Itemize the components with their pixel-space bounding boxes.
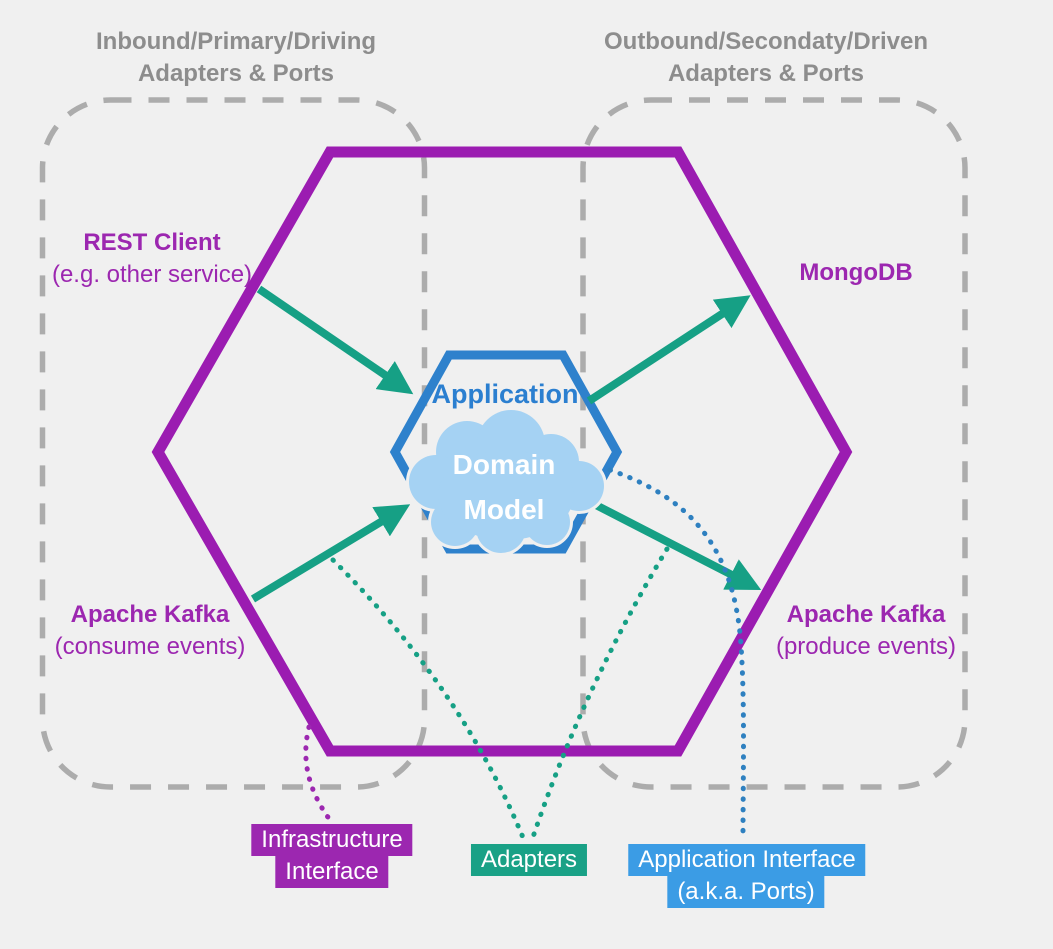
legend-infrastructure-interface-line2: Interface [275,856,389,888]
inbound-region-title: Inbound/Primary/Driving Adapters & Ports [96,26,376,90]
application-label: Application [431,379,579,409]
inbound-title-line1: Inbound/Primary/Driving [95,28,377,55]
arrow-kafka-consume-to-application [250,504,411,603]
domain-model-cloud [406,407,607,556]
rest-client-detail: (e.g. other service) [51,261,253,288]
rest-client-name: REST Client [83,229,221,256]
outbound-title-line2: Adapters & Ports [667,60,865,87]
connector-infrastructure-interface [303,724,333,823]
outbound-title-line1: Outbound/Secondaty/Driven [603,28,929,55]
inbound-region-boundary [39,97,428,790]
node-mongodb: MongoDB [799,259,913,286]
node-kafka-produce: Apache Kafka (produce events) [776,599,956,663]
outbound-region-title: Outbound/Secondaty/Driven Adapters & Por… [604,26,928,90]
connector-adapters-left [330,557,527,843]
outbound-region-boundary [580,97,968,790]
node-rest-client: REST Client (e.g. other service) [52,227,252,291]
legend-adapters: Adapters [470,844,588,876]
kafka-produce-detail: (produce events) [775,633,957,660]
domain-model-line1: Domain [452,449,556,480]
arrow-application-to-kafka-produce [590,499,762,590]
kafka-consume-detail: (consume events) [54,633,246,660]
domain-model-label: Domain Model [453,442,556,532]
domain-model-line2: Model [463,494,545,525]
inbound-title-line2: Adapters & Ports [137,60,335,87]
kafka-consume-name: Apache Kafka [70,601,230,628]
kafka-produce-name: Apache Kafka [786,601,946,628]
connector-adapters-right [529,546,670,843]
arrow-rest-client-to-application [256,285,414,395]
node-kafka-consume: Apache Kafka (consume events) [55,599,246,663]
legend-application-interface-line1: Application Interface [628,844,866,876]
adapter-arrows [250,285,762,603]
application-hexagon [389,350,623,554]
legend-infrastructure-interface-line1: Infrastructure [251,824,413,856]
arrow-application-to-mongodb [586,295,751,405]
outer-hexagon [151,146,853,757]
legend-application-interface-line2: (a.k.a. Ports) [667,876,825,908]
